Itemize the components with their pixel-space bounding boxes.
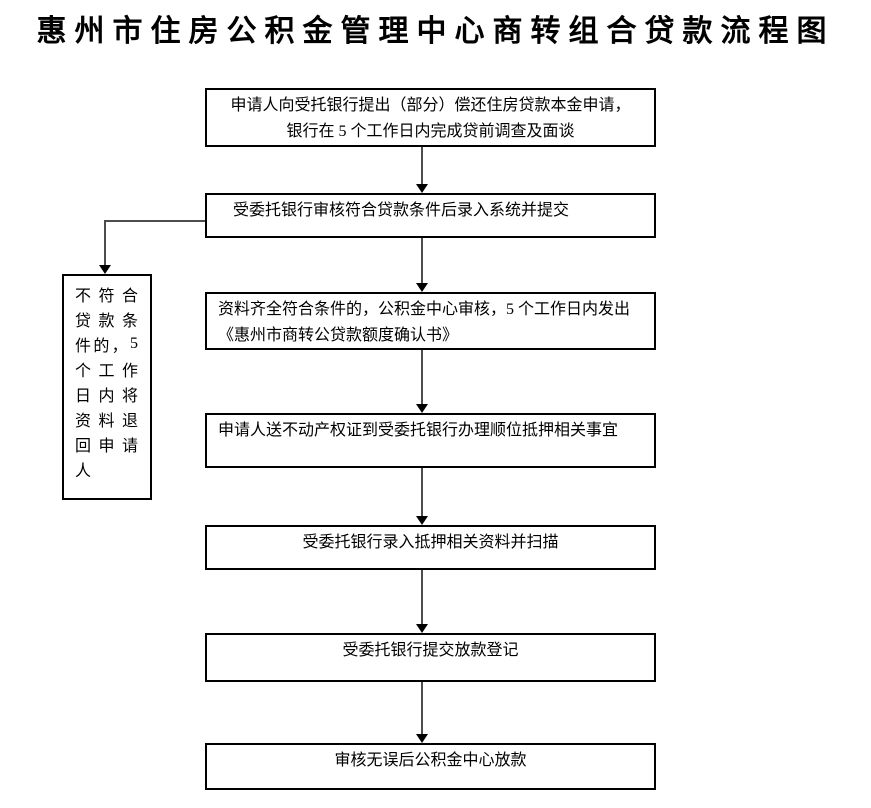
connector-line-step1-step2 xyxy=(421,147,423,184)
reject-branch-line: 资料退 xyxy=(75,412,138,430)
reject-branch-line: 贷款条 xyxy=(75,312,138,330)
connector-line-step5-step6 xyxy=(421,570,423,624)
flow-step-6-loan-registration: 受委托银行提交放款登记 xyxy=(205,633,656,682)
flow-step-1-apply-repay: 申请人向受托银行提出（部分）偿还住房贷款本金申请， 银行在 5 个工作日内完成贷… xyxy=(205,88,656,147)
arrowhead-step7 xyxy=(416,734,428,743)
flow-step-5-bank-enter-scan: 受委托银行录入抵押相关资料并扫描 xyxy=(205,525,656,570)
connector-line-step2-step3 xyxy=(421,238,423,283)
arrowhead-step5 xyxy=(416,516,428,525)
reject-branch-line: 日内将 xyxy=(75,387,138,405)
reject-branch-line: 回申请 xyxy=(75,437,138,455)
flow-step-2-bank-review-submit: 受委托银行审核符合贷款条件后录入系统并提交 xyxy=(205,193,656,238)
connector-line-step2-reject-horizontal xyxy=(105,220,205,222)
reject-branch-line: 件的，5 xyxy=(75,334,138,355)
reject-branch-line: 个工作 xyxy=(75,362,138,380)
flow-step-7-center-disburse: 审核无误后公积金中心放款 xyxy=(205,743,656,790)
page-title: 惠州市住房公积金管理中心商转组合贷款流程图 xyxy=(36,15,835,48)
reject-branch-line: 不符合 xyxy=(75,287,138,305)
arrowhead-reject-box xyxy=(99,265,111,274)
reject-branch-line: 人 xyxy=(75,462,92,480)
connector-line-step2-reject-vertical xyxy=(104,220,106,265)
connector-line-step6-step7 xyxy=(421,682,423,734)
flow-step-3-center-review-confirmation: 资料齐全符合条件的，公积金中心审核，5 个工作日内发出 《惠州市商转公贷款额度确… xyxy=(205,292,656,350)
arrowhead-step4 xyxy=(416,404,428,413)
arrowhead-step2 xyxy=(416,184,428,193)
flow-step-4-property-cert-mortgage: 申请人送不动产权证到受委托银行办理顺位抵押相关事宜 xyxy=(205,413,656,468)
connector-line-step3-step4 xyxy=(421,350,423,404)
arrowhead-step3 xyxy=(416,283,428,292)
arrowhead-step6 xyxy=(416,624,428,633)
connector-line-step4-step5 xyxy=(421,468,423,516)
flow-reject-branch-box: 不符合贷款条件的，5 个工作日内将资料退回申请人 xyxy=(62,274,152,500)
